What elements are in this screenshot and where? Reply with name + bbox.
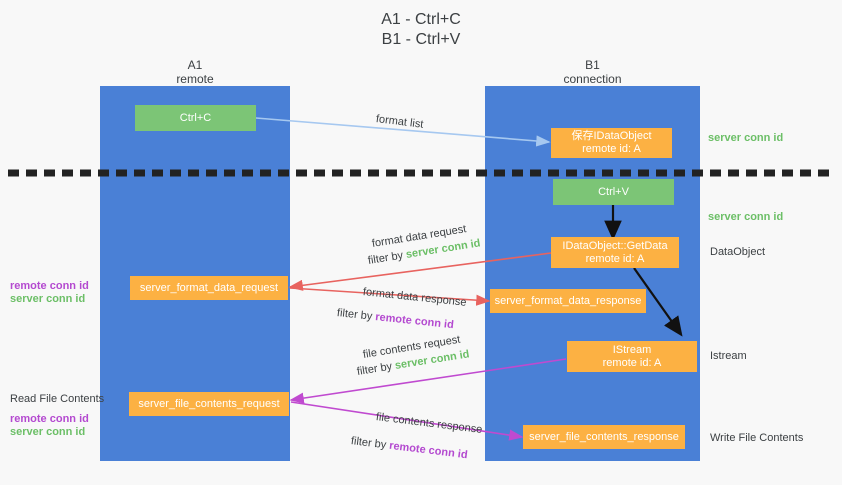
filter-prefix-2: filter by	[336, 307, 376, 323]
box-idataobject-create-line2: remote id: A	[582, 143, 641, 155]
column-a1-name: A1	[187, 58, 203, 72]
filter-prefix-4: filter by	[350, 435, 390, 452]
box-ctrl-c-label: Ctrl+C	[179, 111, 212, 124]
box-istream[interactable]: IStream remote id: A	[567, 341, 697, 372]
right-label-istream: Istream	[710, 350, 747, 362]
column-a1-sub: remote	[176, 72, 214, 86]
arrow-label-format-data-response: format data response	[362, 286, 468, 309]
left-label-remote-conn-id-1: remote conn id	[10, 280, 89, 292]
diagram-title: A1 - Ctrl+C B1 - Ctrl+V	[0, 10, 842, 50]
box-server-file-contents-response[interactable]: server_file_contents_response	[523, 425, 685, 449]
filter-prefix-1: filter by	[367, 249, 407, 267]
box-server-format-data-request-label: server_format_data_request	[139, 281, 279, 294]
filter-prefix-3: filter by	[356, 360, 396, 378]
box-istream-line1: IStream	[612, 343, 652, 356]
right-label-write-file-contents: Write File Contents	[710, 432, 804, 444]
box-idataobject-create[interactable]: 保存IDataObject remote id: A	[551, 128, 672, 158]
title-line-1: A1 - Ctrl+C	[381, 11, 461, 28]
box-server-format-data-response-label: server_format_data_response	[494, 294, 642, 307]
arrow-label-format-list: format list	[375, 113, 425, 131]
right-label-server-conn-id-mid: server conn id	[708, 211, 784, 223]
box-server-format-data-request[interactable]: server_format_data_request	[130, 276, 288, 300]
column-b1-sub: connection	[563, 72, 622, 86]
box-ctrl-v[interactable]: Ctrl+V	[553, 179, 674, 205]
box-istream-line2: remote id: A	[602, 356, 662, 369]
box-idataobject-getdata[interactable]: IDataObject::GetData remote id: A	[551, 237, 679, 268]
title-line-2: B1 - Ctrl+V	[381, 31, 461, 48]
column-b1-name: B1	[585, 58, 600, 72]
box-ctrl-c[interactable]: Ctrl+C	[135, 105, 256, 131]
box-server-file-contents-response-label: server_file_contents_response	[529, 430, 679, 443]
arrow-label-file-contents-response-filter: filter by remote conn id	[350, 434, 468, 462]
box-server-format-data-response[interactable]: server_format_data_response	[490, 289, 646, 313]
filter-value-4: remote conn id	[388, 439, 469, 462]
box-ctrl-v-label: Ctrl+V	[598, 185, 629, 198]
column-header-a1: A1 remote	[100, 58, 290, 86]
arrow-label-file-contents-response: file contents response	[375, 411, 483, 436]
left-label-remote-conn-id-2: remote conn id	[10, 413, 89, 425]
box-idataobject-create-line1: 保存IDataObject	[571, 130, 652, 142]
box-server-file-contents-request[interactable]: server_file_contents_request	[129, 392, 289, 416]
left-label-server-conn-id-1: server conn id	[10, 293, 86, 305]
box-server-file-contents-request-label: server_file_contents_request	[138, 397, 280, 410]
right-label-server-conn-id-top: server conn id	[708, 132, 784, 144]
left-label-read-file-contents: Read File Contents	[10, 393, 105, 405]
box-idataobject-getdata-line1: IDataObject::GetData	[562, 239, 668, 252]
box-idataobject-getdata-line2: remote id: A	[585, 252, 645, 265]
left-label-server-conn-id-2: server conn id	[10, 426, 86, 438]
filter-value-2: remote conn id	[374, 311, 455, 332]
column-header-b1: B1 connection	[485, 58, 700, 86]
right-label-dataobject: DataObject	[710, 246, 766, 258]
arrow-label-format-data-response-filter: filter by remote conn id	[336, 306, 454, 332]
